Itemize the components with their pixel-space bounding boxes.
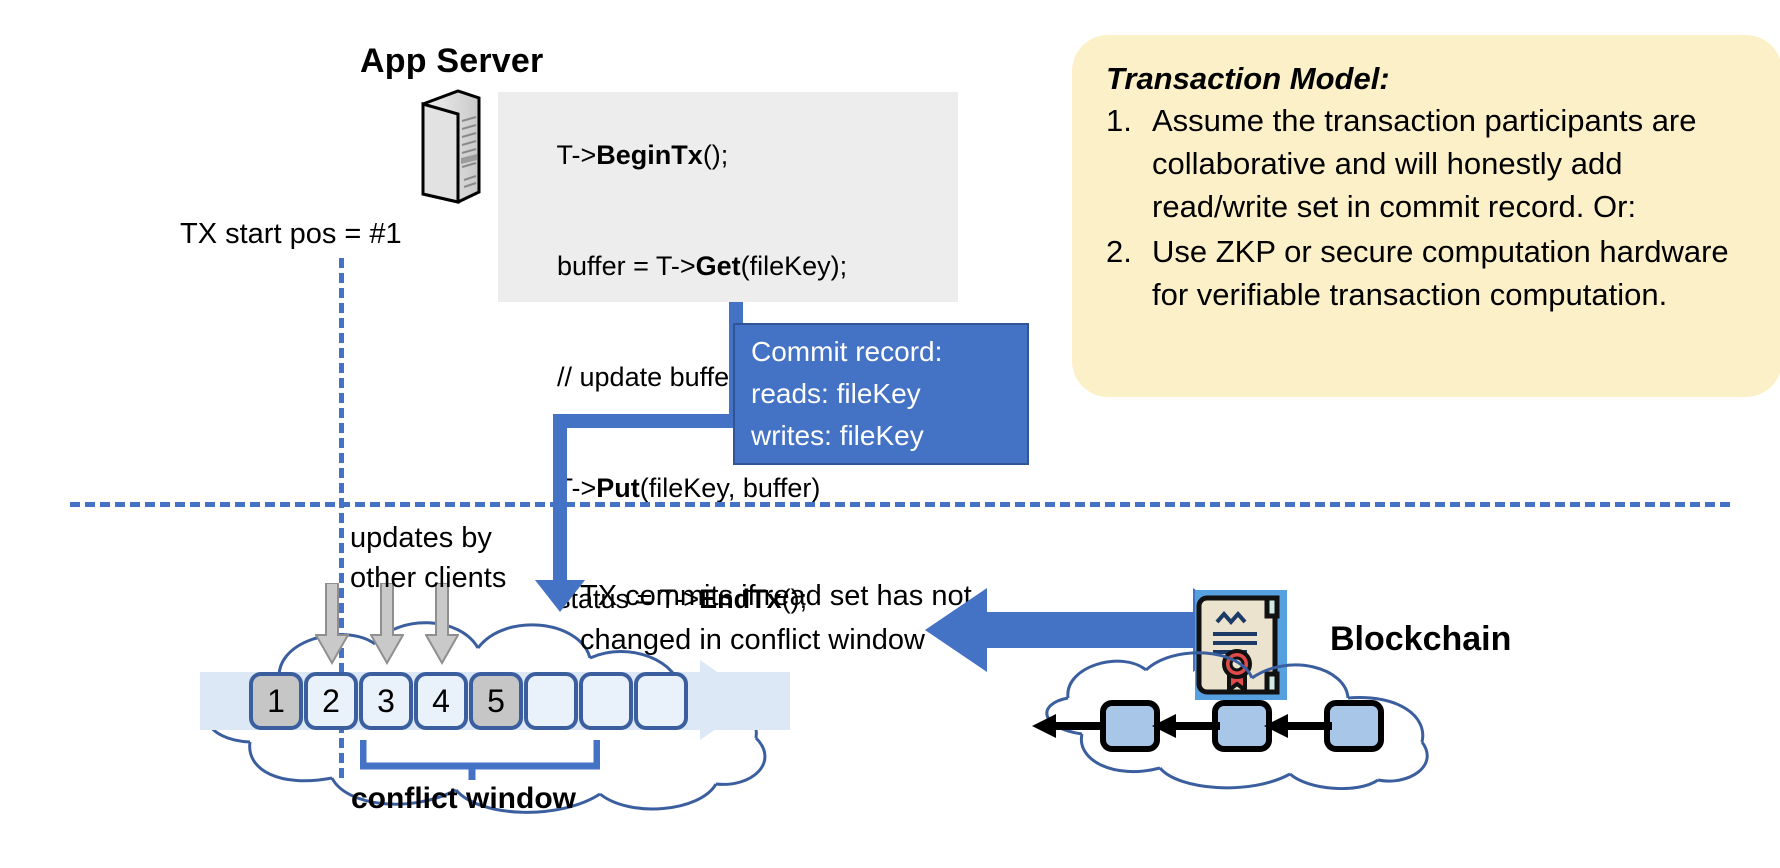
code-snippet-block: T->BeginTx(); buffer = T->Get(fileKey); … bbox=[498, 92, 958, 614]
layer-divider-dashed-line bbox=[70, 502, 1730, 507]
list-item-number: 2. bbox=[1106, 234, 1132, 269]
code-line: T->BeginTx(); bbox=[556, 140, 729, 170]
list-item-text: Assume the transaction participants are … bbox=[1152, 103, 1697, 224]
blockchain-label: Blockchain bbox=[1330, 620, 1512, 658]
transaction-model-card: Transaction Model: 1. Assume the transac… bbox=[1072, 35, 1780, 397]
blockchain-block[interactable] bbox=[1212, 700, 1272, 752]
chain-link-arrow-icon bbox=[1150, 712, 1220, 740]
list-item-text: Use ZKP or secure computation hardware f… bbox=[1152, 234, 1729, 312]
label-line: TX commits if read set has not bbox=[580, 580, 972, 612]
chain-link-arrow-icon bbox=[1030, 712, 1100, 740]
tx-commits-condition-label: TX commits if read set has not changed i… bbox=[580, 574, 972, 662]
tx-start-dashed-line bbox=[339, 258, 344, 778]
certificate-seal-icon bbox=[1195, 590, 1287, 700]
update-arrow-icon bbox=[314, 582, 350, 666]
commit-record-line: reads: fileKey bbox=[751, 378, 921, 409]
blockchain-cloud-outline bbox=[1028, 640, 1448, 791]
label-line: other clients bbox=[350, 562, 507, 594]
ledger-block[interactable]: 4 bbox=[414, 672, 468, 730]
commit-record-box: Commit record: reads: fileKey writes: fi… bbox=[733, 323, 1029, 465]
ledger-block[interactable] bbox=[579, 672, 633, 730]
list-item: 1. Assume the transaction participants a… bbox=[1106, 99, 1748, 228]
code-line: buffer = T->Get(fileKey); bbox=[557, 251, 848, 281]
commit-arrowhead-icon bbox=[535, 580, 585, 612]
app-server-title: App Server bbox=[360, 42, 544, 80]
ledger-continues-arrow-icon bbox=[700, 660, 758, 740]
ledger-block[interactable]: 1 bbox=[249, 672, 303, 730]
tx-start-position-label: TX start pos = #1 bbox=[180, 218, 402, 250]
commit-record-line: writes: fileKey bbox=[751, 420, 924, 451]
double-headed-arrow-icon bbox=[925, 570, 1255, 690]
updates-by-other-clients-label: updates by other clients bbox=[350, 518, 506, 598]
list-item-number: 1. bbox=[1106, 103, 1132, 138]
conflict-window-brace bbox=[359, 738, 601, 784]
ledger-block[interactable] bbox=[634, 672, 688, 730]
ledger-block[interactable]: 5 bbox=[469, 672, 523, 730]
label-line: updates by bbox=[350, 522, 492, 554]
commit-connector-segment bbox=[553, 414, 567, 586]
code-line: status = T->EndTx(); bbox=[557, 584, 808, 614]
conflict-window-label: conflict window bbox=[351, 782, 576, 815]
commit-connector-segment bbox=[553, 414, 743, 428]
list-item: 2. Use ZKP or secure computation hardwar… bbox=[1106, 230, 1748, 316]
transaction-model-list: 1. Assume the transaction participants a… bbox=[1106, 99, 1748, 316]
server-tower-icon bbox=[418, 88, 484, 206]
ledger-block[interactable]: 2 bbox=[304, 672, 358, 730]
commit-record-line: Commit record: bbox=[751, 336, 943, 367]
update-arrow-icon bbox=[369, 582, 405, 666]
label-line: changed in conflict window bbox=[580, 624, 925, 656]
transaction-model-title: Transaction Model: bbox=[1106, 61, 1390, 96]
ledger-block[interactable] bbox=[524, 672, 578, 730]
blockchain-block[interactable] bbox=[1324, 700, 1384, 752]
chain-link-arrow-icon bbox=[1262, 712, 1332, 740]
update-arrow-icon bbox=[424, 582, 460, 666]
ledger-block[interactable]: 3 bbox=[359, 672, 413, 730]
